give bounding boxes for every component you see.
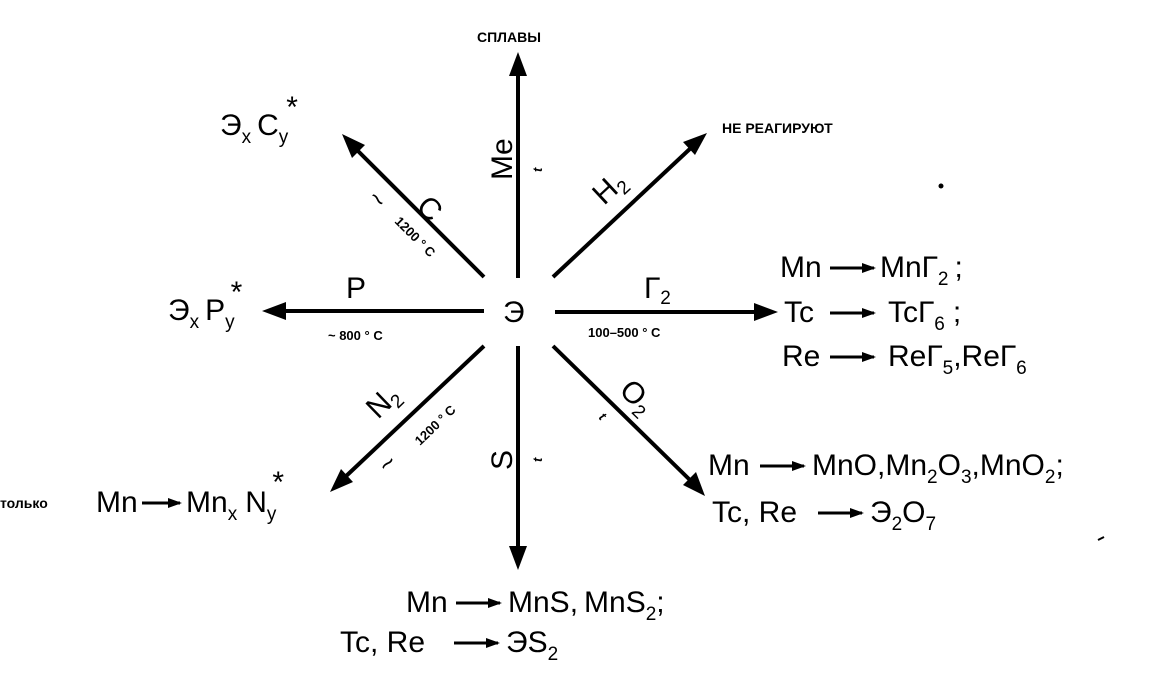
down-right-line-1-from: Mn (708, 449, 750, 482)
down-line-1-from: Mn (406, 586, 448, 619)
arrow-down-right (551, 344, 694, 484)
right-line-1-from: Mn (780, 251, 822, 284)
arrowhead-down-left (330, 469, 353, 492)
down-right-condition: t (596, 409, 610, 423)
down-condition: t (530, 457, 545, 462)
right-line-2-from: Tc (784, 296, 814, 329)
down-reagent: S (486, 450, 519, 470)
left-reagent: P (346, 272, 366, 305)
arrowhead-down-right (683, 472, 705, 496)
arrow-down-left (341, 344, 486, 481)
down-left-from: Mn (96, 486, 138, 519)
down-left-reagent: N2 (360, 379, 409, 428)
arrowhead-up (509, 52, 527, 76)
up-condition: t (530, 167, 545, 172)
up-product: СПЛАВЫ (477, 29, 541, 45)
arrowhead-up-right (683, 133, 707, 155)
left-condition: ~ 800 ° C (328, 328, 383, 343)
right-condition: 100–500 ° C (588, 325, 661, 340)
arrowhead-left (262, 302, 286, 320)
down-right-line-2-from: Tc, Re (712, 496, 797, 529)
down-left-prefix: только (0, 495, 48, 511)
right-line-2-product: TcГ6; (888, 296, 961, 335)
down-left-tilde: ~ (371, 447, 403, 479)
arrowhead-up-left (342, 134, 365, 158)
up-right-product: НЕ РЕАГИРУЮТ (722, 120, 833, 136)
down-right-line-1-product: MnO,Mn2O3,MnO2; (812, 449, 1064, 488)
arrow-up-left (353, 146, 486, 279)
up-left-tilde: ~ (362, 183, 394, 215)
arrowhead-right (754, 303, 778, 321)
right-line-1-product: MnГ2; (880, 251, 963, 290)
down-right-line-2-product: Э2O7 (870, 496, 936, 535)
up-left-reagent: C (410, 190, 449, 229)
right-line-3-product: ReГ5,ReГ6 (888, 340, 1027, 379)
down-line-2-from: Tc, Re (340, 626, 425, 659)
down-line-1-product: MnS,MnS2; (508, 586, 665, 625)
arrowhead-down (509, 546, 527, 570)
center-element: Э (503, 296, 525, 329)
right-products: Mn MnГ2; Tc TcГ6; Re ReГ5,ReГ6 (780, 251, 1027, 379)
down-right-reagent: O2 (610, 373, 660, 423)
arrow-up-right (551, 144, 695, 279)
speck-dot (938, 183, 944, 189)
down-line-2-product: ЭS2 (506, 626, 558, 665)
right-reagent: Г2 (644, 272, 671, 309)
speck-dash (1097, 536, 1105, 541)
up-reagent: Me (486, 138, 519, 180)
right-line-3-from: Re (782, 340, 820, 373)
